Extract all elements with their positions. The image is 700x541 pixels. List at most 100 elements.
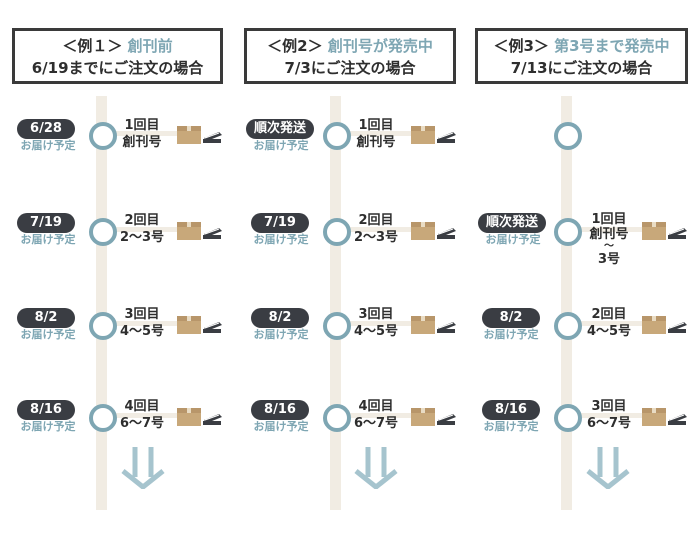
double-down-arrow-icon	[121, 447, 165, 489]
timeline-connector	[577, 321, 643, 326]
box-and-books-icon	[411, 222, 456, 240]
box-and-books-icon	[177, 316, 222, 334]
timeline-node	[323, 312, 351, 340]
delivery-date-badge: 順次発送	[478, 213, 546, 233]
issue-round: 3回目	[591, 399, 627, 414]
issue-round: 4回目	[124, 399, 160, 414]
issue-label: 2回目 2〜3号	[344, 212, 408, 246]
timeline-connector	[346, 227, 412, 232]
timeline-node	[89, 312, 117, 340]
timeline-node	[554, 312, 582, 340]
header-condition: 6/19までにご注文の場合	[31, 59, 204, 77]
issue-label: 2回目 2〜3号	[110, 212, 174, 246]
books-icon	[203, 228, 222, 239]
timeline-connector	[346, 413, 412, 418]
delivery-label: お届け予定	[253, 139, 309, 152]
box-and-books-icon	[411, 408, 456, 426]
books-icon	[437, 132, 456, 143]
timeline-node	[89, 218, 117, 246]
issue-numbers: 創刊号	[356, 135, 396, 150]
issue-round: 1回目	[591, 212, 627, 227]
delivery-date-badge: 7/19	[17, 213, 75, 233]
header-accent: 第3号まで発売中	[554, 37, 670, 55]
issue-round: 2回目	[358, 213, 394, 228]
timeline-connector	[346, 131, 412, 136]
issue-label: 1回目 創刊号	[110, 117, 174, 151]
issue-round: 2回目	[591, 307, 627, 322]
delivery-label: お届け予定	[253, 420, 309, 433]
timeline-node	[89, 404, 117, 432]
delivery-label: お届け予定	[20, 233, 76, 246]
issue-round: 2回目	[124, 213, 160, 228]
timeline-node	[89, 122, 117, 150]
timeline-node	[323, 218, 351, 246]
delivery-label: お届け予定	[20, 420, 76, 433]
delivery-date-badge: 8/2	[251, 308, 309, 328]
issue-numbers: 6〜7号	[353, 416, 399, 431]
issue-numbers: 創刊号	[589, 227, 629, 242]
box-and-books-icon	[177, 126, 222, 144]
issue-numbers: 6〜7号	[119, 416, 165, 431]
delivery-label: お届け予定	[485, 233, 541, 246]
issue-label: 4回目 6〜7号	[110, 398, 174, 432]
issue-numbers: 4〜5号	[353, 324, 399, 339]
timeline-connector	[577, 413, 643, 418]
timeline-connector	[577, 227, 643, 232]
issue-round: 3回目	[124, 307, 160, 322]
issue-numbers: 創刊号	[122, 135, 162, 150]
books-icon	[203, 414, 222, 425]
issue-numbers: 4〜5号	[119, 324, 165, 339]
issue-label: 3回目 6〜7号	[577, 398, 641, 432]
delivery-date-badge: 6/28	[17, 119, 75, 139]
issue-label: 3回目 4〜5号	[344, 306, 408, 340]
delivery-date-badge: 8/2	[17, 308, 75, 328]
example-column-1: ＜例１＞ 創刊前 6/19までにご注文の場合 6/28 お届け予定 1回目 創刊…	[0, 0, 233, 541]
delivery-date-badge: 8/16	[482, 400, 540, 420]
books-icon	[668, 228, 687, 239]
timeline-node	[554, 218, 582, 246]
timeline-connector	[112, 227, 178, 232]
delivery-label: お届け予定	[483, 420, 539, 433]
delivery-label: お届け予定	[20, 139, 76, 152]
issue-numbers: 4〜5号	[586, 324, 632, 339]
books-icon	[437, 414, 456, 425]
issue-label: 1回目 創刊号 〜 3号	[577, 212, 641, 267]
timeline-connector	[112, 413, 178, 418]
delivery-date-badge: 順次発送	[246, 119, 314, 139]
header-label: ＜例１＞	[62, 37, 123, 55]
header-label: ＜例2＞	[267, 37, 323, 55]
example-column-2: ＜例2＞ 創刊号が発売中 7/3にご注文の場合 順次発送 お届け予定 1回目 創…	[233, 0, 466, 541]
double-down-arrow-icon	[354, 447, 398, 489]
books-icon	[203, 132, 222, 143]
header-condition: 7/3にご注文の場合	[284, 59, 416, 77]
box-and-books-icon	[642, 316, 687, 334]
timeline-node	[554, 404, 582, 432]
timeline-node	[323, 122, 351, 150]
delivery-date-badge: 7/19	[251, 213, 309, 233]
timeline-node	[323, 404, 351, 432]
timeline-connector	[346, 321, 412, 326]
example-header-1: ＜例１＞ 創刊前 6/19までにご注文の場合	[12, 28, 223, 84]
timeline-connector	[112, 131, 178, 136]
box-and-books-icon	[642, 222, 687, 240]
timeline-rail	[330, 96, 341, 510]
box-and-books-icon	[411, 316, 456, 334]
example-header-2: ＜例2＞ 創刊号が発売中 7/3にご注文の場合	[244, 28, 456, 84]
timeline-rail	[561, 96, 572, 510]
timeline-node	[554, 122, 582, 150]
books-icon	[668, 414, 687, 425]
issue-round: 1回目	[124, 118, 160, 133]
example-column-3: ＜例3＞ 第3号まで発売中 7/13にご注文の場合 順次発送 お届け予定 1回目…	[466, 0, 699, 541]
delivery-date-badge: 8/16	[17, 400, 75, 420]
issue-range-mark: 〜	[604, 241, 614, 252]
issue-round: 4回目	[358, 399, 394, 414]
header-accent: 創刊号が発売中	[327, 37, 433, 55]
header-label: ＜例3＞	[493, 37, 549, 55]
issue-label: 2回目 4〜5号	[577, 306, 641, 340]
books-icon	[668, 322, 687, 333]
issue-round: 3回目	[358, 307, 394, 322]
books-icon	[437, 228, 456, 239]
box-and-books-icon	[411, 126, 456, 144]
delivery-date-badge: 8/16	[251, 400, 309, 420]
delivery-label: お届け予定	[483, 328, 539, 341]
